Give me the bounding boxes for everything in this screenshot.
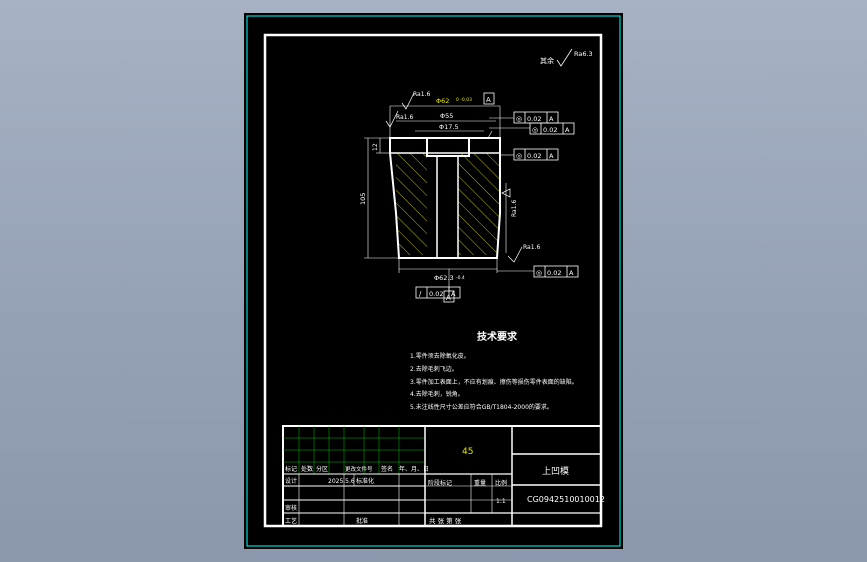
tech-title: 技术要求 [477, 330, 518, 343]
sheet-border-outer [246, 15, 621, 547]
fcf-2: ◎ 0.02 A [529, 122, 575, 135]
tech-item-4: 4.去除毛刺，锐角。 [410, 390, 464, 398]
tech-item-2: 2.去除毛刺飞边。 [410, 365, 458, 373]
ra-right: Ra1.6 [511, 200, 518, 217]
roughness-symbol-icon [556, 48, 573, 67]
cad-viewport[interactable]: 其余 Ra6.3 Φ62 0 -0.03 Φ55 Φ17.5 Φ62.3 -0.… [244, 13, 623, 549]
tb-design-label: 设计 [285, 477, 297, 485]
dim-bottom-tol: -0.4 [456, 275, 465, 281]
section-hatch-left [396, 153, 427, 255]
tb-sheets: 共 张 第 张 [429, 516, 462, 525]
dim-height: 105 [359, 193, 367, 205]
svg-text:◎: ◎ [516, 115, 522, 123]
dim-top-dia: Φ62 [436, 97, 449, 105]
svg-text:0.02: 0.02 [527, 152, 541, 160]
fcf-leaders [489, 117, 534, 272]
fcf-1: ◎ 0.02 A [513, 111, 559, 124]
tb-material: 45 [462, 447, 473, 457]
tb-hdr-3: 更改文件号 [345, 465, 373, 473]
dimension-lines [364, 105, 507, 273]
tb-hdr-0: 标记 [285, 465, 297, 473]
drawing-canvas: 其余 Ra6.3 Φ62 0 -0.03 Φ55 Φ17.5 Φ62.3 -0.… [246, 15, 621, 547]
tech-item-1: 1.零件须去除氧化皮。 [410, 352, 470, 360]
roughness-bottom-icon [507, 246, 523, 263]
tb-drawing-no: CG0942510010012 [527, 495, 605, 504]
svg-text:A: A [549, 152, 554, 160]
roughness-note: 其余 [540, 56, 554, 65]
section-hatch-right [458, 153, 500, 255]
tb-mass-label: 重量 [474, 479, 486, 487]
dim-mid-dia: Φ55 [440, 112, 453, 120]
dim-bottom-dia: Φ62.3 [434, 274, 454, 282]
tb-hdr-5: 年、月、日 [399, 465, 429, 473]
roughness-top-icon [385, 110, 399, 128]
svg-text:A: A [569, 269, 574, 277]
svg-text:A: A [451, 290, 456, 298]
svg-text:A: A [565, 126, 570, 134]
dim-step: 12 [372, 143, 379, 151]
svg-text:◎: ◎ [532, 126, 538, 134]
datum-top-box [483, 92, 495, 105]
tb-process-label: 工艺 [285, 517, 297, 525]
tb-hdr-4: 签名 [381, 465, 393, 473]
fcf-5: / 0.02 A [415, 286, 461, 299]
ra-bottom: Ra1.6 [523, 244, 540, 251]
tb-design-date: 2025.5.6 [328, 478, 355, 485]
ra-left: Ra1.6 [413, 91, 430, 98]
tb-stage-label: 阶段标记 [428, 479, 452, 487]
tb-part-name: 上凹模 [542, 466, 569, 477]
tb-approve-label: 批准 [356, 517, 368, 525]
tb-standard-label: 标准化 [356, 477, 374, 485]
svg-text:◎: ◎ [516, 152, 522, 160]
tb-hdr-2: 分区 [316, 465, 328, 473]
svg-text:A: A [549, 115, 554, 123]
tb-review-label: 审核 [285, 504, 297, 512]
drawing-frame [263, 33, 603, 528]
svg-text:0.02: 0.02 [547, 269, 561, 277]
svg-text:/: / [419, 290, 422, 298]
svg-text:◎: ◎ [536, 269, 542, 277]
roughness-value: Ra6.3 [574, 50, 593, 58]
svg-text:0.02: 0.02 [527, 115, 541, 123]
ra-top: Ra1.6 [396, 114, 413, 121]
tb-scale: 1:1 [496, 498, 506, 505]
part-outline [389, 137, 501, 259]
datum-top: A [486, 96, 491, 104]
fcf-3: ◎ 0.02 A [513, 148, 559, 161]
dim-top-tol: 0 -0.03 [456, 97, 472, 103]
counterbore [426, 137, 470, 157]
fcf-4: ◎ 0.02 A [533, 265, 579, 278]
tb-scale-label: 比例 [495, 479, 507, 487]
roughness-left-icon [401, 92, 415, 110]
tb-hdr-1: 处数 [301, 465, 313, 473]
title-block [282, 425, 602, 527]
svg-text:0.02: 0.02 [429, 290, 443, 298]
roughness-right-icon [501, 188, 511, 198]
tech-item-3: 3.零件加工表面上，不应有划痕、擦伤等损伤零件表面的缺陷。 [410, 378, 578, 386]
tech-item-5: 5.未注线性尺寸公差应符合GB/T1804-2000的要求。 [410, 403, 553, 411]
dim-hole-dia: Φ17.5 [439, 123, 459, 131]
svg-text:0.02: 0.02 [543, 126, 557, 134]
